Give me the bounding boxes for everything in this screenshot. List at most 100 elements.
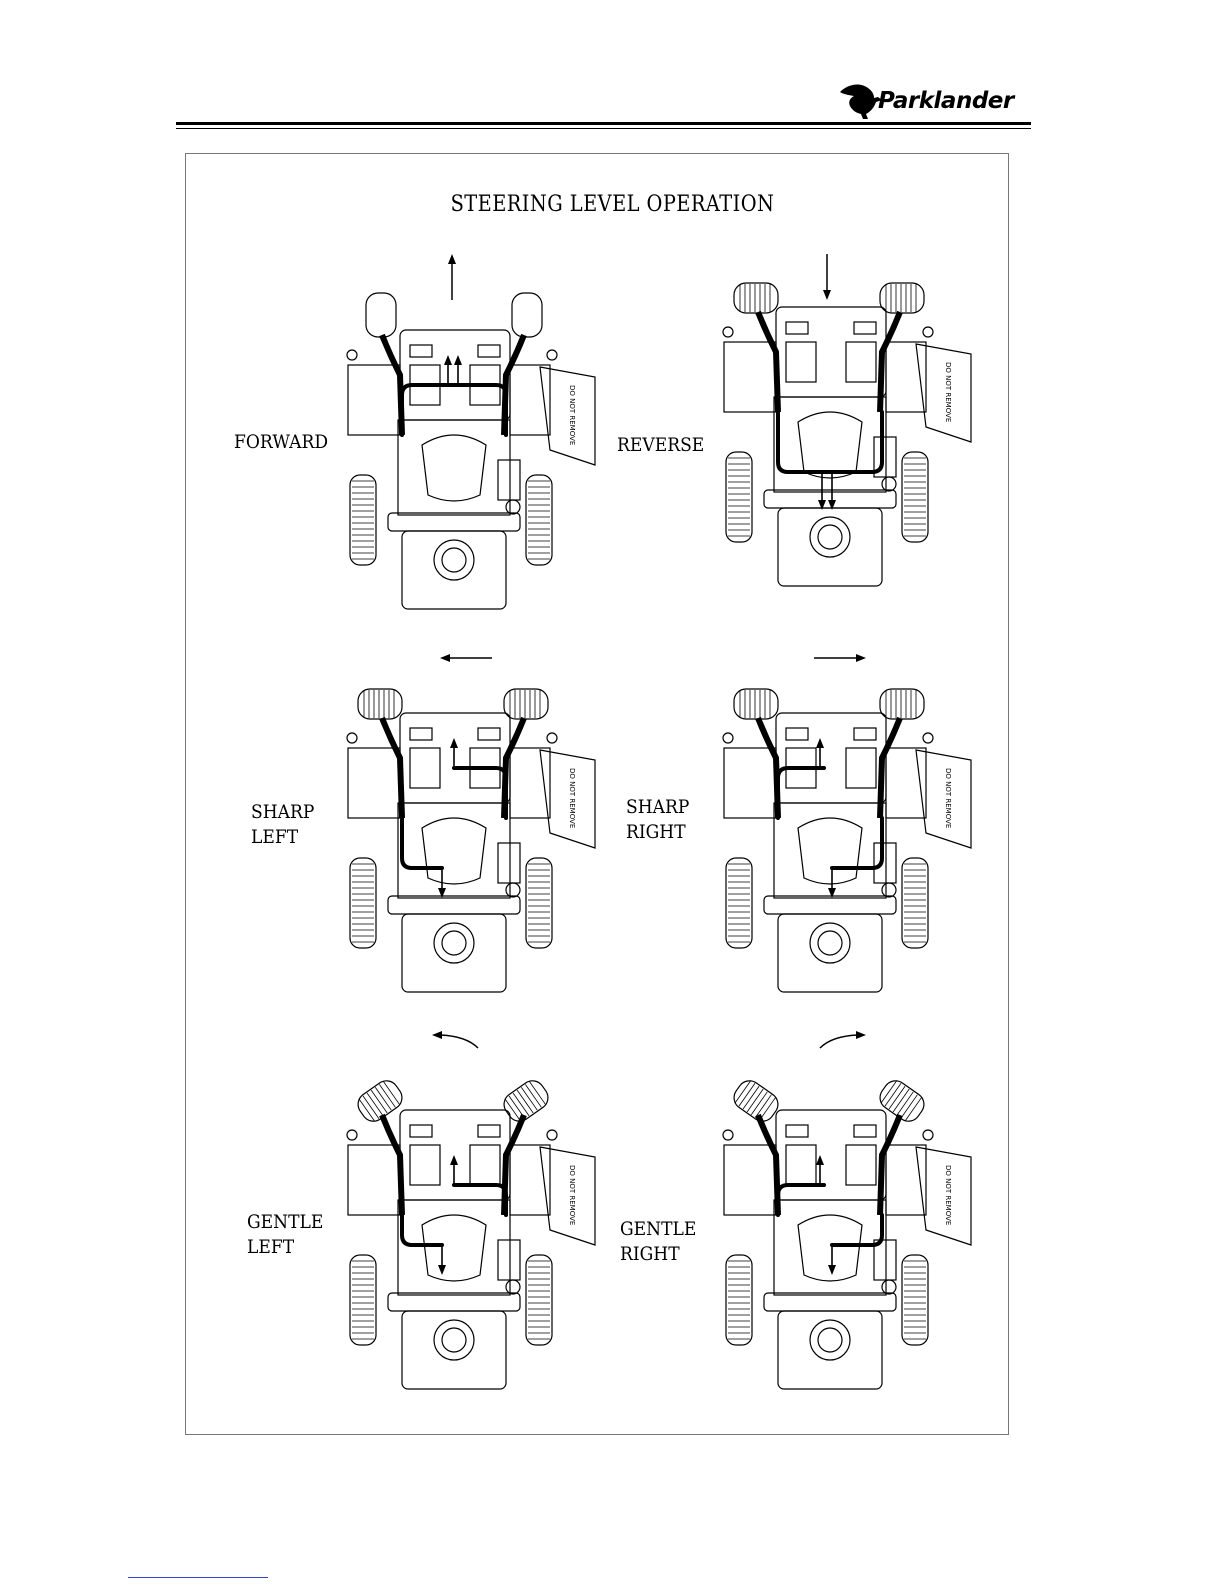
engine: [810, 923, 850, 963]
decal-text: DO NOT REMOVE: [568, 385, 576, 445]
platform-panel: [846, 342, 876, 382]
mower-reverse-diagram: DO NOT REMOVE: [706, 262, 976, 592]
decal-text: DO NOT REMOVE: [944, 362, 952, 422]
steering-lever-left: [778, 768, 824, 818]
label-forward: FORWARD: [234, 430, 328, 455]
fuel-cap: [882, 477, 896, 491]
engine: [810, 1320, 850, 1360]
rear-tire-right: [526, 475, 552, 565]
rear-tire-right: [902, 1255, 928, 1345]
arrow-sharp-left-icon: [438, 648, 494, 668]
fuel-cap: [882, 883, 896, 897]
platform-detail: [854, 1125, 876, 1137]
rear-bumper: [388, 896, 520, 914]
rear-bumper: [764, 1293, 896, 1311]
label-gentle-left: GENTLE LEFT: [247, 1210, 323, 1260]
lever-arrow-up-head: [816, 738, 824, 748]
label-sharp-right: SHARP RIGHT: [626, 795, 689, 845]
mower-body: DO NOT REMOVE: [347, 293, 595, 609]
engine: [434, 1320, 474, 1360]
engine-inner: [442, 1328, 466, 1352]
platform: [776, 307, 886, 397]
side-deck-left: [348, 365, 400, 435]
label-sharp-left: SHARP LEFT: [251, 800, 314, 850]
platform-detail: [786, 728, 808, 740]
side-knob: [547, 350, 557, 360]
decal-text: DO NOT REMOVE: [944, 768, 952, 828]
rear-bumper: [388, 513, 520, 531]
mower-body: DO NOT REMOVE: [723, 283, 971, 586]
control-panel: [498, 460, 520, 500]
platform-panel: [786, 1145, 816, 1185]
engine-inner: [818, 1328, 842, 1352]
rear-tire-right: [902, 452, 928, 542]
decal-text: DO NOT REMOVE: [568, 1165, 576, 1225]
platform: [776, 713, 886, 803]
arrow-gentle-right-icon: [818, 1026, 868, 1050]
side-knob: [723, 327, 733, 337]
discharge-chute: [916, 344, 971, 442]
engine-deck: [402, 1311, 506, 1389]
discharge-chute: [540, 367, 595, 465]
engine-inner: [818, 525, 842, 549]
discharge-chute: [916, 750, 971, 848]
mower-body: DO NOT REMOVE: [347, 689, 595, 992]
seat: [798, 412, 862, 478]
platform-panel: [410, 748, 440, 788]
arrow-gentle-left-icon: [430, 1026, 480, 1050]
platform-detail: [854, 322, 876, 334]
platform-panel: [786, 342, 816, 382]
engine-inner: [442, 548, 466, 572]
platform-detail: [786, 322, 808, 334]
panel-title: STEERING LEVEL OPERATION: [74, 192, 1152, 217]
engine-inner: [442, 931, 466, 955]
platform-panel: [846, 1145, 876, 1185]
rear-bumper: [764, 490, 896, 508]
engine: [434, 923, 474, 963]
side-knob: [723, 1130, 733, 1140]
caster-wheel: [729, 1076, 782, 1126]
caster-right: [499, 1076, 552, 1126]
engine-inner: [818, 931, 842, 955]
side-knob: [347, 1130, 357, 1140]
steering-lever: [402, 385, 506, 435]
caster-right: [504, 689, 548, 719]
steering-lever-right: [454, 768, 506, 818]
platform-detail: [478, 728, 500, 740]
arrow-sharp-right-icon: [812, 648, 868, 668]
fuel-cap: [506, 883, 520, 897]
caster-right: [512, 293, 542, 337]
mower-body: DO NOT REMOVE: [723, 1076, 971, 1389]
rear-tire-left: [726, 452, 752, 542]
rear-tire-right: [526, 858, 552, 948]
caster-left: [366, 293, 396, 337]
caster-right: [880, 283, 924, 313]
platform-panel: [410, 1145, 440, 1185]
rear-tire-left: [350, 1255, 376, 1345]
platform-panel: [470, 1145, 500, 1185]
platform: [400, 713, 510, 803]
side-knob: [547, 733, 557, 743]
caster-wheel: [353, 1076, 406, 1126]
caster-left: [734, 283, 778, 313]
mower-body: DO NOT REMOVE: [347, 1076, 595, 1389]
caster-right: [875, 1076, 928, 1126]
fuel-cap: [506, 500, 520, 514]
engine-deck: [402, 531, 506, 609]
platform-detail: [854, 728, 876, 740]
side-deck-left: [724, 1145, 776, 1215]
lever-arrow-down-head: [828, 1265, 836, 1275]
caster-left: [353, 1076, 406, 1126]
side-knob: [923, 733, 933, 743]
steering-lever: [778, 412, 882, 472]
decal-text: DO NOT REMOVE: [568, 768, 576, 828]
caster-left: [729, 1076, 782, 1126]
rear-bumper: [388, 1293, 520, 1311]
steering-lever-left: [402, 818, 442, 868]
caster-wheel: [734, 689, 778, 719]
side-deck-left: [348, 1145, 400, 1215]
rear-tire-left: [726, 1255, 752, 1345]
caster-wheel: [504, 689, 548, 719]
side-knob: [347, 350, 357, 360]
platform-detail: [410, 1125, 432, 1137]
